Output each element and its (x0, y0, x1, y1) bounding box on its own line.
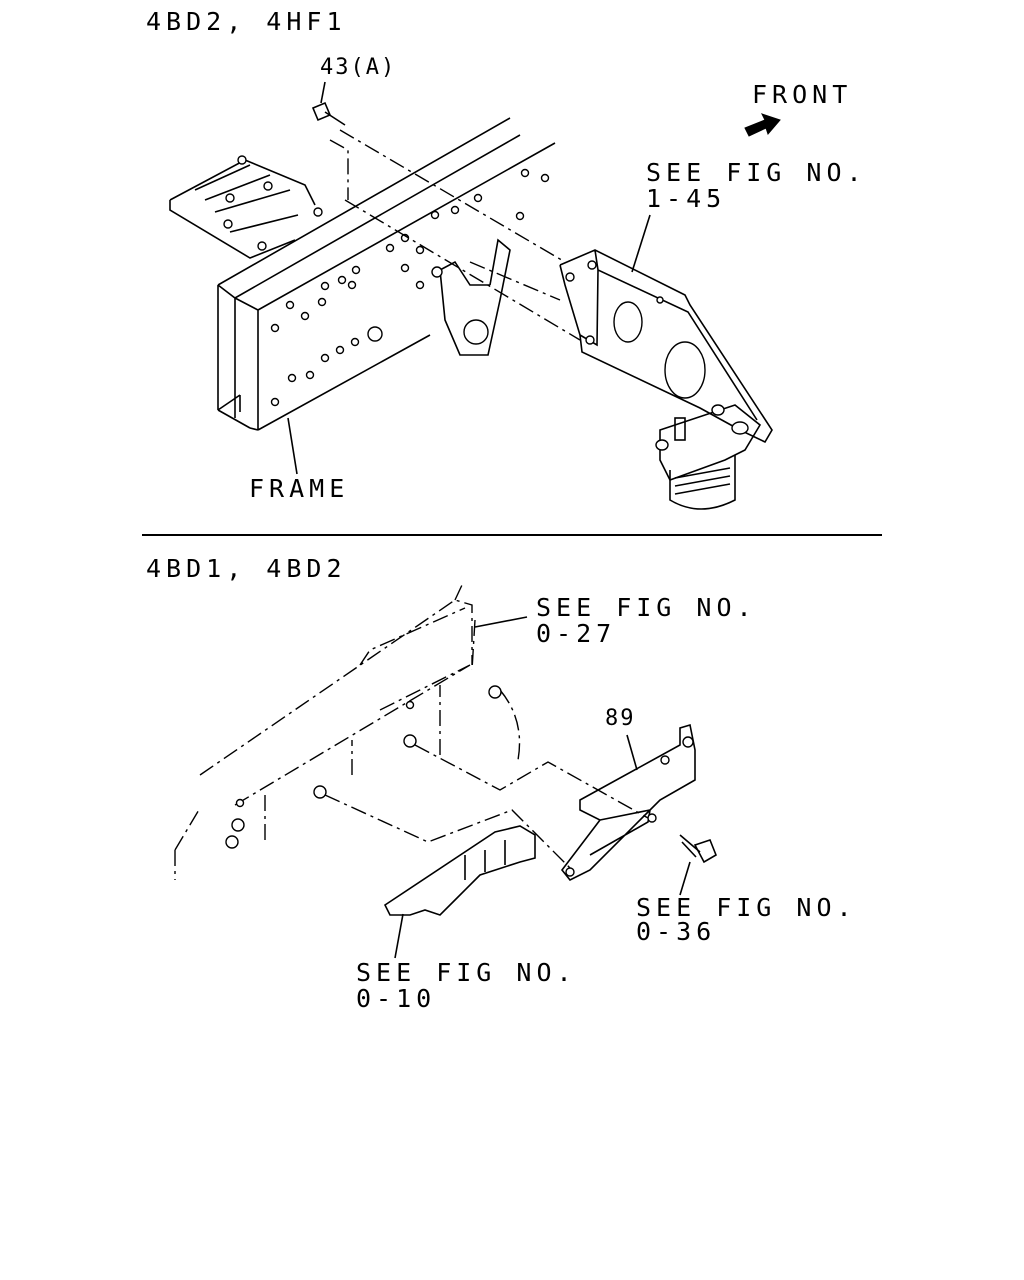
upper-frame-assembly (169, 81, 781, 510)
bolt-label: 43(A) (320, 55, 397, 80)
frame-rail (217, 117, 556, 431)
fuel-filter (655, 404, 762, 510)
see-fig-label-upper-line2: 1-45 (646, 184, 727, 213)
see-fig-label-b-line1: SEE FIG NO. (636, 893, 857, 922)
frame-label: FRAME (249, 474, 350, 503)
front-label: FRONT (752, 80, 853, 109)
part-label-89: 89 (605, 706, 636, 731)
bolt-lower (679, 834, 717, 864)
rail-holes (270, 168, 550, 407)
front-arrow (744, 113, 781, 137)
see-fig-label-a-line2: 0-27 (536, 619, 617, 648)
bolt-43a (311, 101, 346, 126)
see-fig-label-upper-line1: SEE FIG NO. (646, 158, 867, 187)
section-title-lower: 4BD1, 4BD2 (146, 554, 347, 583)
see-fig-label-c-line2: 0-10 (356, 984, 437, 1013)
filter-bracket (559, 249, 773, 444)
bracket-89 (560, 723, 696, 882)
see-fig-label-b-line2: 0-36 (636, 917, 717, 946)
see-fig-label-a-line1: SEE FIG NO. (536, 593, 757, 622)
cover-plate (383, 825, 536, 916)
lower-assembly (174, 584, 717, 959)
section-title-upper: 4BD2, 4HF1 (146, 7, 347, 36)
see-fig-label-c-line1: SEE FIG NO. (356, 958, 577, 987)
engine-phantom (174, 584, 521, 880)
cross-member (169, 159, 316, 259)
rail-hanger-bracket (439, 238, 511, 356)
